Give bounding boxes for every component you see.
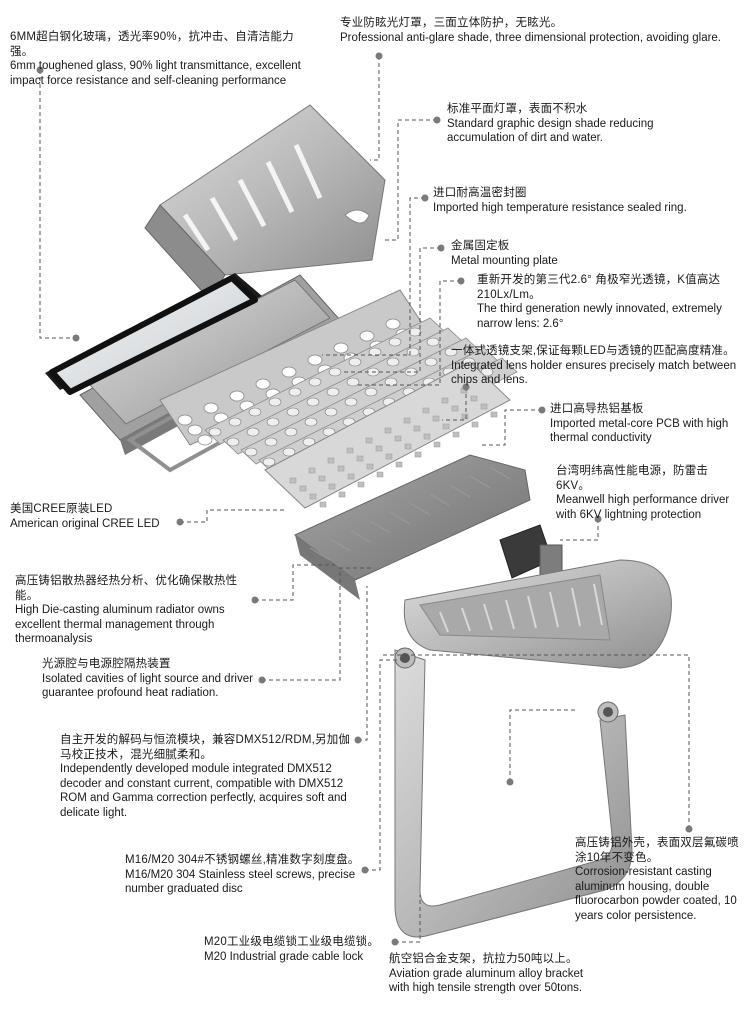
label-cable-lock: M20工业级电缆锁工业级电缆锁。 M20 Industrial grade ca…: [204, 935, 394, 964]
label-zh: 光源腔与电源腔隔热装置: [42, 658, 171, 670]
label-radiator: 高压铸铝散热器经热分析、优化确保散热性能。 High Die-casting a…: [15, 574, 260, 647]
label-isolated-cavities: 光源腔与电源腔隔热装置 Isolated cavities of light s…: [42, 657, 267, 701]
label-bracket: 航空铝合金支架，抗拉力50吨以上。 Aviation grade aluminu…: [389, 952, 594, 996]
label-toughened-glass: 6MM超白钢化玻璃，透光率90%，抗冲击、自清洁能力强。 6mm toughen…: [10, 30, 310, 88]
label-dmx-module: 自主开发的解码与恒流模块，兼容DMX512/RDM,另加伽马校正技术，混光细腻柔…: [60, 733, 352, 820]
label-zh: 重新开发的第三代2.6° 角极窄光透镜，K值高达210Lx/Lm。: [477, 274, 721, 301]
label-en: American original CREE LED: [10, 517, 160, 530]
label-flat-shade: 标准平面灯罩，表面不积水 Standard graphic design sha…: [447, 102, 677, 146]
label-en: Integrated lens holder ensures precisely…: [451, 359, 737, 387]
label-anti-glare-shade: 专业防眩光灯罩，三面立体防护，无眩光。 Professional anti-gl…: [340, 16, 735, 45]
aviation-aluminum-bracket: [394, 647, 633, 938]
label-en: Professional anti-glare shade, three dim…: [340, 31, 722, 44]
label-en: Standard graphic design shade reducing a…: [447, 117, 654, 145]
toughened-glass: [45, 273, 262, 395]
label-en: Aviation grade aluminum alloy bracket wi…: [389, 967, 584, 995]
heat-sink-radiator: [294, 454, 531, 600]
metal-core-pcb: [264, 361, 511, 509]
leader-lines: [39, 56, 690, 943]
label-en: Imported high temperature resistance sea…: [433, 201, 687, 214]
label-en: Metal mounting plate: [451, 254, 558, 267]
anti-glare-shade: [144, 104, 386, 301]
label-en: Isolated cavities of light source and dr…: [42, 672, 253, 700]
label-screws: M16/M20 304#不锈钢螺丝,精准数字刻度盘。 M16/M20 304 S…: [125, 853, 360, 897]
label-cree-led: 美国CREE原装LED American original CREE LED: [10, 502, 180, 531]
meanwell-driver: [499, 524, 563, 579]
label-zh: 标准平面灯罩，表面不积水: [447, 103, 588, 115]
label-en: High Die-casting aluminum radiator owns …: [15, 604, 225, 645]
label-driver: 台湾明纬高性能电源，防雷击6KV。 Meanwell high performa…: [556, 464, 741, 522]
label-zh: M16/M20 304#不锈钢螺丝,精准数字刻度盘。: [125, 854, 360, 866]
label-en: 6mm toughened glass, 90% light transmitt…: [10, 60, 301, 87]
label-zh: 高压铸铝散热器经热分析、优化确保散热性能。: [15, 575, 238, 602]
aluminum-housing: [403, 559, 672, 669]
label-zh: 进口耐高温密封圈: [433, 187, 527, 199]
label-zh: 美国CREE原装LED: [10, 503, 113, 515]
label-en: M16/M20 304 Stainless steel screws, prec…: [125, 868, 356, 896]
label-housing: 高压铸铝外壳，表面双层氟碳喷涂10年不变色。 Corrosion-resista…: [575, 836, 745, 923]
label-seal-ring: 进口耐高温密封圈 Imported high temperature resis…: [433, 186, 703, 215]
label-en: Corrosion-resistant casting aluminum hou…: [575, 866, 737, 922]
label-pcb: 进口高导热铝基板 Imported metal-core PCB with hi…: [550, 402, 735, 446]
label-zh: 一体式透镜支架,保证每颗LED与透镜的匹配高度精准。: [451, 345, 735, 357]
label-mounting-plate: 金属固定板 Metal mounting plate: [451, 239, 651, 268]
label-zh: 金属固定板: [451, 240, 510, 252]
label-zh: M20工业级电缆锁工业级电缆锁。: [204, 936, 380, 948]
label-zh: 台湾明纬高性能电源，防雷击6KV。: [556, 465, 709, 492]
label-en: The third generation newly innovated, ex…: [477, 303, 722, 330]
label-zh: 进口高导热铝基板: [550, 403, 644, 415]
label-en: M20 Industrial grade cable lock: [204, 950, 364, 963]
label-zh: 专业防眩光灯罩，三面立体防护，无眩光。: [340, 17, 563, 29]
label-zh: 6MM超白钢化玻璃，透光率90%，抗冲击、自清洁能力强。: [10, 31, 294, 58]
label-zh: 高压铸铝外壳，表面双层氟碳喷涂10年不变色。: [575, 837, 739, 864]
label-zh: 航空铝合金支架，抗拉力50吨以上。: [389, 953, 578, 965]
label-en: Imported metal-core PCB with high therma…: [550, 417, 729, 445]
label-en: Independently developed module integrate…: [60, 763, 347, 819]
label-zh: 自主开发的解码与恒流模块，兼容DMX512/RDM,另加伽马校正技术，混光细腻柔…: [60, 734, 351, 761]
label-en: Meanwell high performance driver with 6K…: [556, 494, 730, 521]
leader-dots: [36, 52, 693, 946]
label-lens-holder: 一体式透镜支架,保证每颗LED与透镜的匹配高度精准。 Integrated le…: [451, 344, 743, 388]
label-lens: 重新开发的第三代2.6° 角极窄光透镜，K值高达210Lx/Lm。 The th…: [477, 273, 739, 331]
